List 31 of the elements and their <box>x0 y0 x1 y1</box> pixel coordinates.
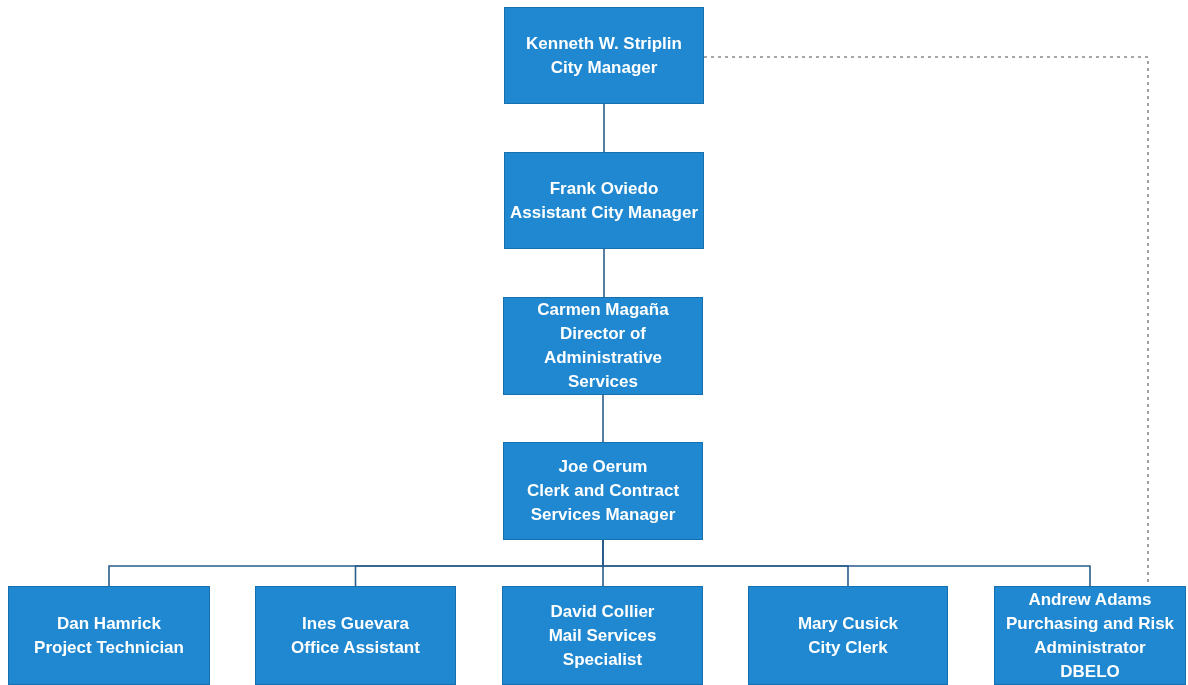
position-box <box>8 586 210 685</box>
position-box <box>503 442 703 540</box>
job-title: Director of Administrative Services <box>542 323 664 393</box>
connector-line <box>603 248 605 298</box>
position-box <box>503 297 703 395</box>
position-box <box>748 586 948 685</box>
position-box <box>504 152 704 249</box>
person-name: David Collier <box>550 600 655 623</box>
person-name: Kenneth W. Striplin <box>526 32 682 55</box>
person-name: Carmen Magaña <box>537 299 669 321</box>
job-title: Clerk and Contract Services Manager <box>525 480 681 526</box>
position-box <box>504 7 704 104</box>
job-title: City Manager <box>550 56 658 79</box>
person-name: Frank Oviedo <box>549 177 659 200</box>
position-box <box>994 586 1186 685</box>
person-name: Ines Guevara <box>302 612 409 635</box>
job-title: Purchasing and Risk Administrator <box>1004 612 1176 659</box>
person-name: Dan Hamrick <box>57 612 161 635</box>
person-name: Joe Oerum <box>558 456 648 478</box>
job-title: Mail Services Specialist <box>547 624 658 671</box>
job-title: Office Assistant <box>291 636 420 659</box>
connector-line <box>603 103 605 153</box>
position-box <box>255 586 456 685</box>
person-name: Mary Cusick <box>797 612 899 635</box>
person-name: Andrew Adams <box>1028 588 1152 611</box>
position-box <box>502 586 703 685</box>
job-title: Project Technician <box>34 636 184 659</box>
job-title: DBELO <box>1060 660 1120 683</box>
job-title: Assistant City Manager <box>510 201 698 224</box>
job-title: City Clerk <box>808 636 888 659</box>
connector-line <box>602 394 604 443</box>
